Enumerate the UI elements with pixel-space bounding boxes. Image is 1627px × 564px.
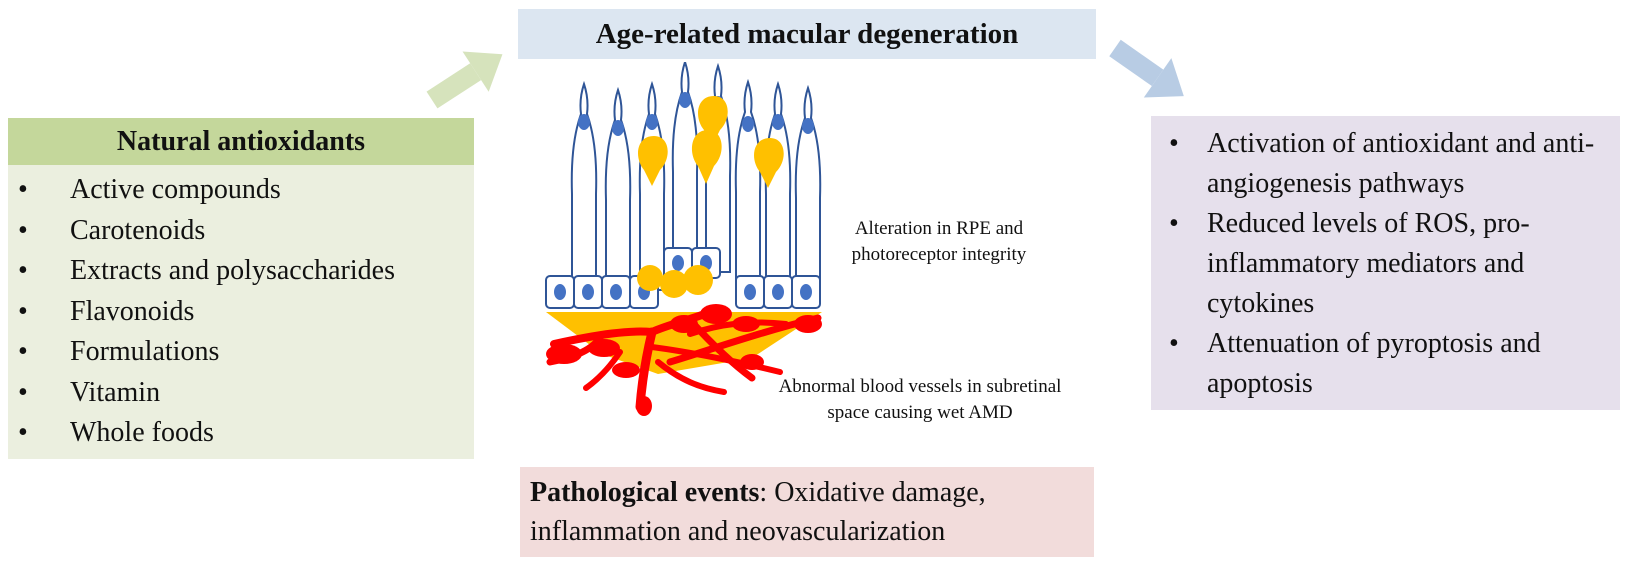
list-item-label: Active compounds <box>70 174 281 205</box>
bullet: • <box>18 214 28 246</box>
list-item: • Active compounds <box>8 170 395 211</box>
list-item: • Vitamin <box>8 373 395 414</box>
green-arrow <box>426 51 503 109</box>
bullet: • <box>18 295 28 327</box>
bullet: • <box>18 417 28 448</box>
antioxidant-list: • Active compounds • Carotenoids • Extracts… <box>8 170 395 454</box>
diagram-title: Age-related macular degeneration <box>518 9 1096 59</box>
list-item-label: Formulations <box>70 336 220 367</box>
bullet: • <box>1169 328 1179 359</box>
retina-illustration <box>545 62 822 416</box>
natural-antioxidants-title: Natural antioxidants <box>8 118 474 165</box>
list-item-label: Carotenoids <box>70 214 206 246</box>
outcomes-panel: • Activation of antioxidant and anti-angi… <box>1151 116 1620 410</box>
list-item: • Extracts and polysaccharides <box>8 251 395 292</box>
list-item: • Flavonoids <box>8 292 395 333</box>
list-item-label: Flavonoids <box>70 295 195 327</box>
outcomes-list: • Activation of antioxidant and anti-angi… <box>1161 124 1610 404</box>
list-item: • Attenuation of pyroptosis and apoptosis <box>1161 324 1610 404</box>
list-item-label: Whole foods <box>70 417 214 448</box>
list-item-label: Extracts and polysaccharides <box>70 255 395 286</box>
rpe-alteration-label: Alteration in RPE and photoreceptor inte… <box>851 218 1027 265</box>
bullet: • <box>18 376 28 408</box>
pathological-events-label: Pathological events <box>530 477 760 508</box>
list-item: • Carotenoids <box>8 211 395 252</box>
list-item-label: Attenuation of pyroptosis and apoptosis <box>1207 328 1541 399</box>
bullet: • <box>18 336 28 367</box>
bullet: • <box>1169 208 1179 239</box>
blue-arrow <box>1109 39 1184 98</box>
list-item-label: Activation of antioxidant and anti-angio… <box>1207 128 1595 199</box>
natural-antioxidants-panel: Natural antioxidants • Active compounds •… <box>8 118 474 459</box>
list-item: • Activation of antioxidant and anti-angi… <box>1161 124 1610 204</box>
list-item: • Whole foods <box>8 413 395 454</box>
list-item: • Reduced levels of ROS, pro-inflammatory… <box>1161 204 1610 324</box>
bullet: • <box>18 174 28 205</box>
bullet: • <box>1169 128 1179 159</box>
bullet: • <box>18 255 28 286</box>
abnormal-vessels-label: Abnormal blood vessels in subretinal spa… <box>778 376 1062 423</box>
list-item: • Formulations <box>8 332 395 373</box>
list-item-label: Reduced levels of ROS, pro-inflammatory … <box>1207 208 1530 319</box>
pathological-events-box: Pathological events: Oxidative damage, i… <box>520 467 1094 557</box>
pathological-events-text: : Oxidative damage, inflammation and neo… <box>530 477 986 547</box>
list-item-label: Vitamin <box>70 376 161 408</box>
cell-nuclei <box>554 92 814 300</box>
vessel-blobs <box>546 304 822 416</box>
